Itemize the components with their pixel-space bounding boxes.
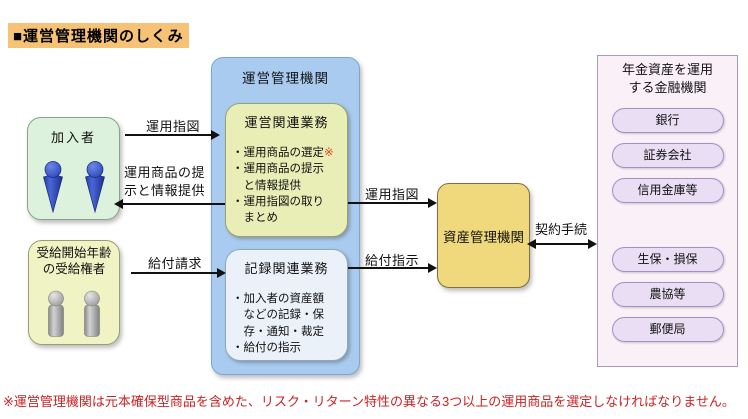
financial-group-2: 生保・損保農協等郵便局 [598, 247, 737, 343]
arrowhead-left-icon [527, 239, 536, 249]
record-task-line: などの記録・保 [232, 309, 324, 322]
operation-task-line: ・運用商品の提示 [232, 163, 324, 176]
financial-group-1: 銀行証券会社信用金庫等 [598, 108, 737, 204]
record-tasks-title: 記録関連業務 [244, 261, 329, 276]
participants-box: 加入者 [27, 117, 120, 220]
financial-institution-pill: 農協等 [611, 282, 724, 308]
participant-person-icon [84, 161, 105, 214]
operation-task-line: ・運用指図の取り [232, 195, 324, 208]
arrow-line-contract [534, 243, 590, 245]
beneficiary-person-icon [48, 290, 64, 337]
arrow-line-benefit-request [131, 272, 218, 274]
arrow-label-instruction-to-asset: 運用指図 [364, 187, 419, 202]
arrow-line-instruction-to-admin [125, 134, 212, 136]
financial-institution-pill: 信用金庫等 [611, 178, 724, 204]
arrow-label-product-info: 運用商品の提 示と情報提供 [124, 165, 206, 198]
record-task-line: 存・通知・裁定 [232, 325, 324, 338]
record-tasks-list: ・加入者の資産額 などの記録・保 存・通知・裁定 ・給付の指示 [226, 291, 347, 356]
arrow-label-contract: 契約手続 [534, 222, 587, 237]
page-title: ■運営管理機関のしくみ [8, 23, 189, 48]
participants-icons [28, 160, 119, 214]
arrow-line-instruction-to-asset [348, 202, 429, 204]
participant-person-icon [42, 161, 63, 214]
admin-org-box: 運営管理機関 運営関連業務 ・運用商品の選定※ ・運用商品の提示 と情報提供 ・… [211, 57, 360, 375]
beneficiaries-icons [29, 290, 119, 338]
admin-org-label: 運営管理機関 [242, 71, 329, 86]
financial-institutions-title: 年金資産を運用 する金融機関 [621, 62, 713, 95]
arrowhead-right-icon [428, 198, 437, 208]
record-task-line: ・加入者の資産額 [232, 293, 324, 305]
operation-tasks-list: ・運用商品の選定※ ・運用商品の提示 と情報提供 ・運用指図の取り まとめ [226, 145, 347, 227]
arrowhead-right-icon [428, 263, 437, 273]
operation-tasks-title: 運営関連業務 [244, 115, 329, 130]
financial-institution-pill: 生保・損保 [611, 247, 724, 273]
red-asterisk-mark: ※ [324, 147, 334, 159]
arrow-label-benefit-request: 給付請求 [147, 256, 202, 271]
arrow-label-instruction-to-admin: 運用指図 [145, 119, 200, 134]
operation-task-line: と情報提供 [232, 179, 301, 192]
participants-label: 加入者 [50, 130, 96, 145]
arrow-line-product-info [122, 203, 225, 205]
record-tasks-box: 記録関連業務 ・加入者の資産額 などの記録・保 存・通知・裁定 ・給付の指示 [225, 249, 348, 361]
arrowhead-right-icon [588, 239, 597, 249]
financial-institution-pill: 郵便局 [611, 317, 724, 343]
financial-institution-pill: 銀行 [611, 108, 724, 134]
record-task-line: ・給付の指示 [232, 341, 301, 354]
arrowhead-right-icon [211, 130, 220, 140]
arrowhead-right-icon [217, 268, 226, 278]
asset-org-box: 資産管理機関 [437, 183, 530, 288]
arrow-label-benefit-instruction: 給付指示 [364, 253, 419, 268]
arrow-line-benefit-instruction [348, 267, 429, 269]
arrowhead-left-icon [114, 199, 123, 209]
operation-task-line: ・運用商品の選定※ [232, 147, 334, 159]
footnote: ※運営管理機関は元本確保型商品を含めた、リスク・リターン特性の異なる3つ以上の運… [3, 394, 735, 409]
financial-institution-pill: 証券会社 [611, 143, 724, 169]
beneficiary-person-icon [84, 290, 100, 337]
asset-org-label: 資産管理機関 [443, 229, 524, 245]
operation-task-line: まとめ [232, 212, 278, 225]
beneficiaries-label: 受給開始年齢 の受給権者 [36, 246, 112, 276]
beneficiaries-box: 受給開始年齢 の受給権者 [28, 240, 120, 345]
financial-institutions-box: 年金資産を運用 する金融機関 銀行証券会社信用金庫等 生保・損保農協等郵便局 [597, 55, 738, 367]
operation-tasks-box: 運営関連業務 ・運用商品の選定※ ・運用商品の提示 と情報提供 ・運用指図の取り… [225, 103, 348, 237]
